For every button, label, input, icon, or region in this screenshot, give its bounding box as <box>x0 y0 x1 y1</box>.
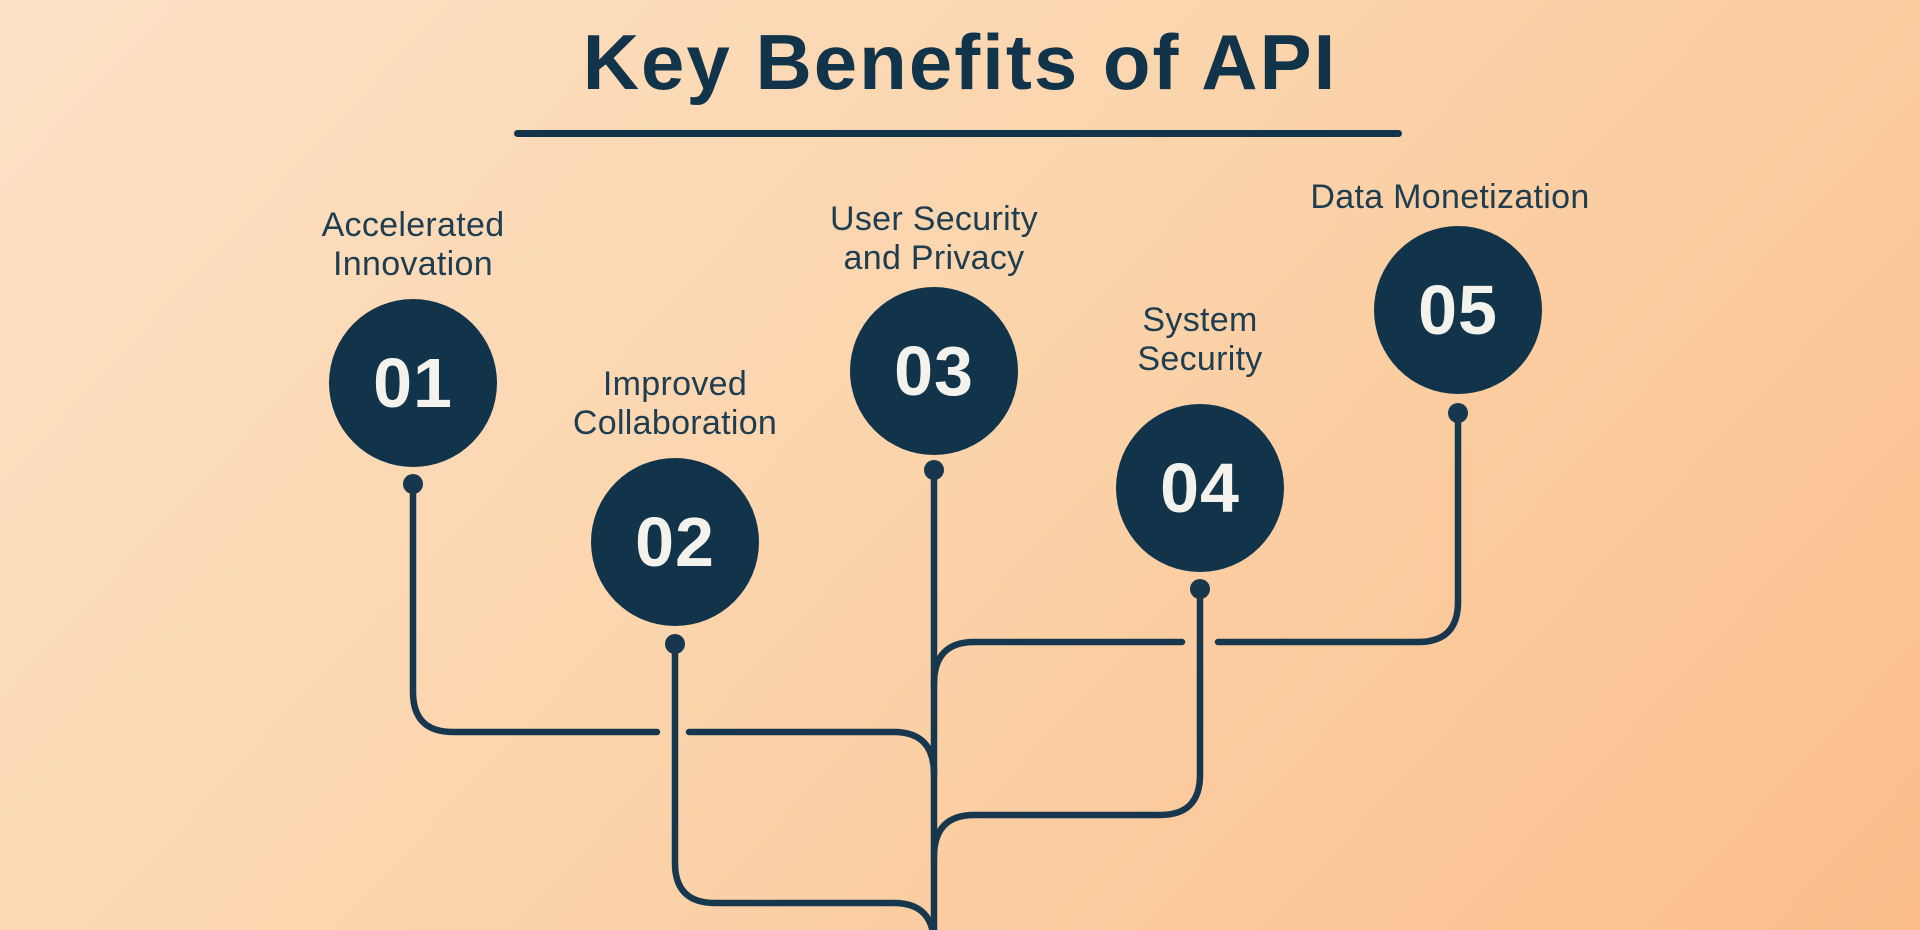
connector-dot-02 <box>665 634 685 654</box>
title-underline <box>514 130 1402 137</box>
benefit-number-03: 03 <box>894 332 974 410</box>
benefit-label-04: System Security <box>980 301 1420 379</box>
benefit-label-05: Data Monetization <box>1230 178 1670 217</box>
benefit-circle-03: 03 <box>850 287 1018 455</box>
benefit-circle-02: 02 <box>591 458 759 626</box>
benefit-label-01: Accelerated Innovation <box>193 206 633 284</box>
connector-path-05-a <box>1214 409 1462 646</box>
benefit-circle-01: 01 <box>329 299 497 467</box>
connector-path-04 <box>930 585 1204 861</box>
benefit-label-02-line2: Collaboration <box>572 404 778 442</box>
benefit-number-04: 04 <box>1160 449 1240 527</box>
connector-path-05-b <box>930 638 1186 688</box>
benefit-circle-04: 04 <box>1116 404 1284 572</box>
connector-path-02 <box>671 640 936 930</box>
connector-path-01-a <box>409 480 661 736</box>
connector-path-01-b <box>685 728 938 778</box>
benefit-number-05: 05 <box>1418 271 1498 349</box>
benefit-label-03-line1: User Security <box>830 200 1038 238</box>
benefit-label-01-line1: Accelerated <box>321 206 505 244</box>
connector-dot-03 <box>924 460 944 480</box>
benefit-label-02: Improved Collaboration <box>455 365 895 443</box>
page-title: Key Benefits of API <box>582 18 1338 106</box>
benefit-label-03-line2: and Privacy <box>843 239 1025 277</box>
connector-dot-04 <box>1190 579 1210 599</box>
benefit-label-03: User Security and Privacy <box>714 200 1154 278</box>
connector-dot-01 <box>403 474 423 494</box>
benefit-number-01: 01 <box>373 344 453 422</box>
connector-dot-05 <box>1448 403 1468 423</box>
benefit-circle-05: 05 <box>1374 226 1542 394</box>
benefit-label-02-line1: Improved <box>602 365 748 403</box>
benefit-number-02: 02 <box>635 503 715 581</box>
benefit-label-04-line1: System <box>1142 301 1258 339</box>
benefit-label-05-line1: Data Monetization <box>1310 178 1590 216</box>
benefit-label-01-line2: Innovation <box>333 245 493 283</box>
benefit-label-04-line2: Security <box>1137 340 1263 378</box>
